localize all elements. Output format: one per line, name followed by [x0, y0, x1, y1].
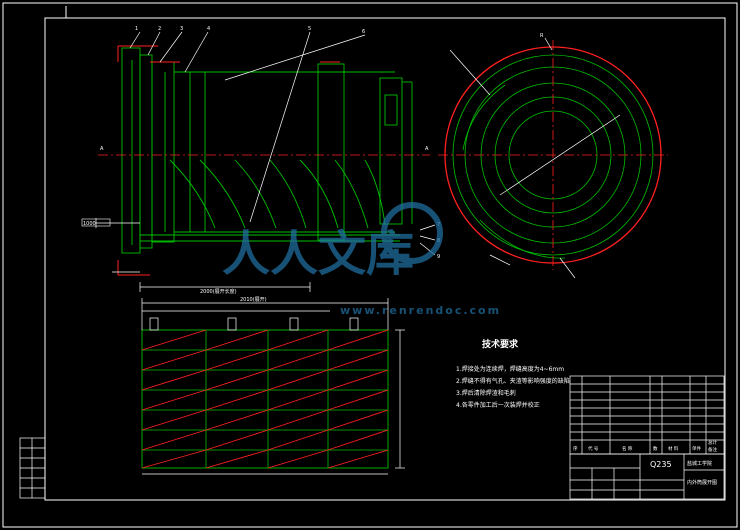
material-label: Q235: [650, 460, 672, 469]
cylinder-end-view: R: [438, 33, 668, 279]
tech-title: 技术要求: [482, 338, 519, 350]
svg-text:6: 6: [362, 29, 365, 35]
dim-label-3: 2010(展开): [240, 297, 267, 303]
header-cell-4: 数: [653, 445, 658, 452]
svg-text:3: 3: [180, 26, 183, 32]
header-cell-3: 名 称: [622, 445, 633, 452]
svg-text:2: 2: [158, 26, 161, 32]
drawing-name-label: 内外筒展开图: [687, 479, 717, 486]
dim-label-1: 1000: [83, 221, 96, 227]
header-cell-6: 单件: [692, 445, 701, 452]
drawing-border: [44, 17, 726, 501]
svg-text:9: 9: [437, 254, 440, 260]
svg-text:5: 5: [308, 26, 311, 32]
tech-item-4: 4.各零件加工后一次装焊并校正: [456, 401, 540, 409]
svg-text:A: A: [425, 146, 429, 152]
tech-requirements: 技术要求 1.焊接处为连续焊，焊缝高度为4~6mm 2.焊缝不得有气孔、夹渣等影…: [456, 338, 570, 409]
header-cell-1: 序: [573, 445, 578, 452]
svg-text:4: 4: [207, 26, 210, 32]
left-margin-block: [19, 437, 46, 499]
title-block: [569, 375, 725, 500]
tech-item-3: 3.焊后清除焊渣和毛刺: [456, 389, 516, 397]
watermark: 人人文库 www.renrendoc.com: [222, 202, 501, 317]
svg-text:1: 1: [135, 26, 138, 32]
header-cell-5: 材 料: [668, 445, 679, 452]
watermark-brand: 人人文库: [222, 226, 414, 282]
svg-text:R: R: [540, 33, 544, 39]
header-cell-8: 备注: [708, 446, 717, 453]
tech-item-2: 2.焊缝不得有气孔、夹渣等影响强度的缺陷: [456, 377, 570, 385]
header-cell-2: 代 号: [588, 445, 599, 452]
company-label: 盐城工学院: [687, 460, 712, 467]
development-grid: 2010(展开): [141, 297, 405, 475]
svg-text:A: A: [100, 146, 104, 152]
header-cell-7: 总计: [708, 439, 717, 446]
watermark-url: www.renrendoc.com: [340, 304, 501, 317]
tech-item-1: 1.焊接处为连续焊，焊缝高度为4~6mm: [456, 365, 564, 373]
dim-label-2: 2000(展开长度): [200, 288, 237, 295]
